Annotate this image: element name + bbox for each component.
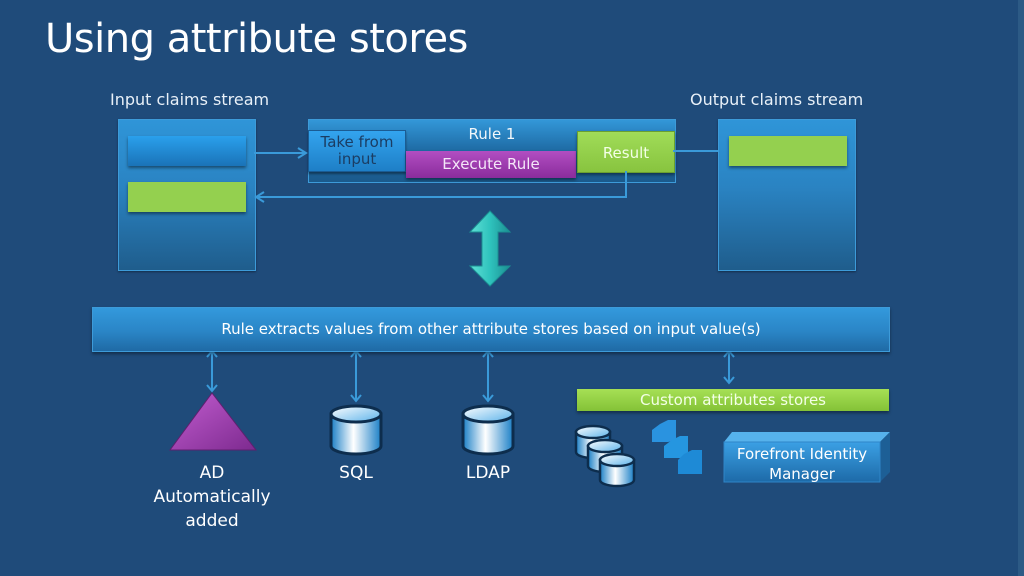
execute-rule-label: Execute Rule (442, 155, 540, 173)
custom-connector-arrow (723, 349, 735, 385)
sql-database-icon (329, 404, 383, 456)
extract-values-bar: Rule extracts values from other attribut… (92, 307, 890, 352)
sql-connector-arrow (350, 349, 362, 403)
ad-triangle-icon (169, 392, 258, 451)
take-from-input-box: Take from input (308, 130, 406, 172)
slide-edge (1018, 0, 1024, 576)
fim-label: Forefront Identity Manager (736, 445, 868, 483)
input-claim-blue (128, 136, 246, 166)
ad-connector-arrow (206, 349, 218, 393)
sql-store-label: SQL (339, 463, 373, 483)
output-stream-label: Output claims stream (690, 90, 864, 109)
ad-note: Automatically added (153, 487, 271, 531)
take-from-input-label: Take from input (320, 133, 394, 168)
result-box: Result (577, 131, 675, 173)
input-claims-panel (118, 119, 256, 271)
result-label: Result (602, 144, 650, 162)
input-to-rule-arrow (254, 147, 308, 159)
result-to-input-arrow (254, 171, 627, 203)
input-stream-label: Input claims stream (110, 90, 270, 109)
ldap-database-icon (461, 404, 515, 456)
teal-double-arrow-icon (468, 210, 512, 287)
ldap-connector-arrow (482, 349, 494, 403)
execute-rule-box: Execute Rule (406, 151, 576, 178)
custom-stores-bar: Custom attributes stores (577, 389, 889, 411)
ad-store-label: AD Automatically added (152, 463, 272, 533)
fim-box-icon (723, 432, 890, 483)
input-claim-green (128, 182, 246, 212)
rule-title: Rule 1 (468, 125, 516, 143)
ad-name: AD (199, 463, 225, 483)
output-claim-green (729, 136, 847, 166)
stacked-blocks-icon (652, 420, 702, 474)
stacked-databases-icon (574, 424, 636, 488)
output-claims-panel (718, 119, 856, 271)
extract-values-label: Rule extracts values from other attribut… (221, 320, 761, 338)
custom-stores-label: Custom attributes stores (640, 391, 826, 409)
ldap-store-label: LDAP (465, 463, 511, 483)
slide-title: Using attribute stores (45, 16, 468, 62)
